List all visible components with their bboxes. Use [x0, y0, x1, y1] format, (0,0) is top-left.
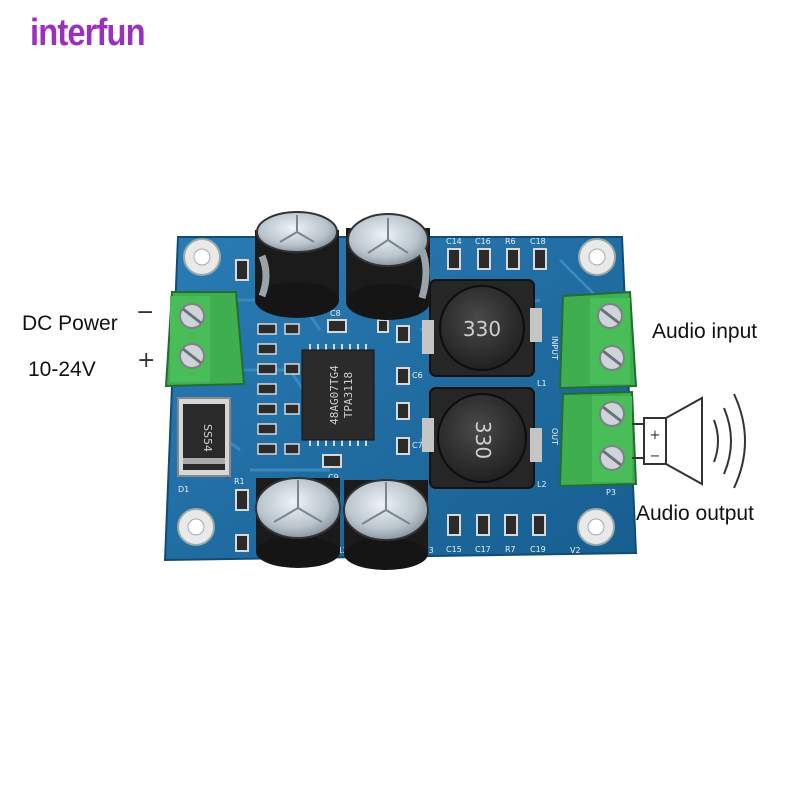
- speaker-icon: + −: [632, 393, 746, 489]
- capacitor-top-left: [255, 211, 339, 318]
- silkscreen-labels: C14 C16 R6 C18 C15 C17 R7 C19 C8 C6 C7 C…: [178, 237, 616, 555]
- silk-c19: C19: [530, 545, 546, 554]
- silk-p3: P3: [606, 488, 616, 497]
- brand-logo: interfun: [30, 12, 146, 54]
- l2-marking: 330: [471, 421, 495, 459]
- silk-l1: L1: [537, 379, 547, 388]
- silk-c7: C7: [412, 441, 423, 450]
- silk-c9: C9: [328, 473, 339, 482]
- silk-c8: C8: [330, 309, 341, 318]
- silk-r7: R7: [505, 545, 516, 554]
- capacitor-top-right: [346, 213, 430, 320]
- speaker-plus: +: [650, 428, 661, 443]
- audio-output-terminal-block: [558, 390, 638, 488]
- audio-output-label: Audio output: [636, 502, 754, 525]
- chip-marking-line2: TPA3118: [342, 372, 355, 418]
- silk-c6: C6: [412, 371, 423, 380]
- chip-marking-line1: 48AG07TG4: [328, 365, 341, 425]
- dc-power-label: DC Power: [22, 312, 118, 335]
- silk-l2: L2: [537, 480, 547, 489]
- smd-components: [235, 248, 547, 552]
- plus-sign: +: [137, 348, 156, 373]
- l1-marking: 330: [463, 317, 501, 341]
- silk-c14: C14: [446, 237, 462, 246]
- inductor-l2: 330: [422, 387, 542, 489]
- tpa3118-chip: 48AG07TG4 TPA3118: [301, 344, 375, 446]
- speaker-minus: −: [650, 449, 661, 464]
- ss54-diode: SS54: [177, 397, 231, 477]
- diode-marking: SS54: [201, 424, 214, 452]
- minus-sign: −: [136, 300, 155, 325]
- silk-v2: V2: [570, 546, 581, 555]
- capacitor-bottom-left: [255, 477, 341, 568]
- resistor-array: [257, 323, 300, 455]
- mounting-holes: [177, 238, 616, 546]
- silk-d1: D1: [178, 485, 189, 494]
- silk-r6: R6: [505, 237, 516, 246]
- audio-input-label: Audio input: [652, 320, 758, 343]
- inductor-l1: 330: [422, 279, 542, 377]
- silk-out: OUT: [550, 428, 559, 445]
- silk-c16: C16: [475, 237, 491, 246]
- silk-r1: R1: [234, 477, 245, 486]
- silk-c17: C17: [475, 545, 491, 554]
- silk-c15: C15: [446, 545, 462, 554]
- silk-input: INPUT: [550, 336, 559, 360]
- voltage-label: 10-24V: [28, 358, 96, 381]
- audio-input-terminal-block: [558, 290, 638, 390]
- capacitor-bottom-right: [343, 479, 429, 570]
- silk-c18: C18: [530, 237, 546, 246]
- power-terminal-block: [164, 291, 246, 388]
